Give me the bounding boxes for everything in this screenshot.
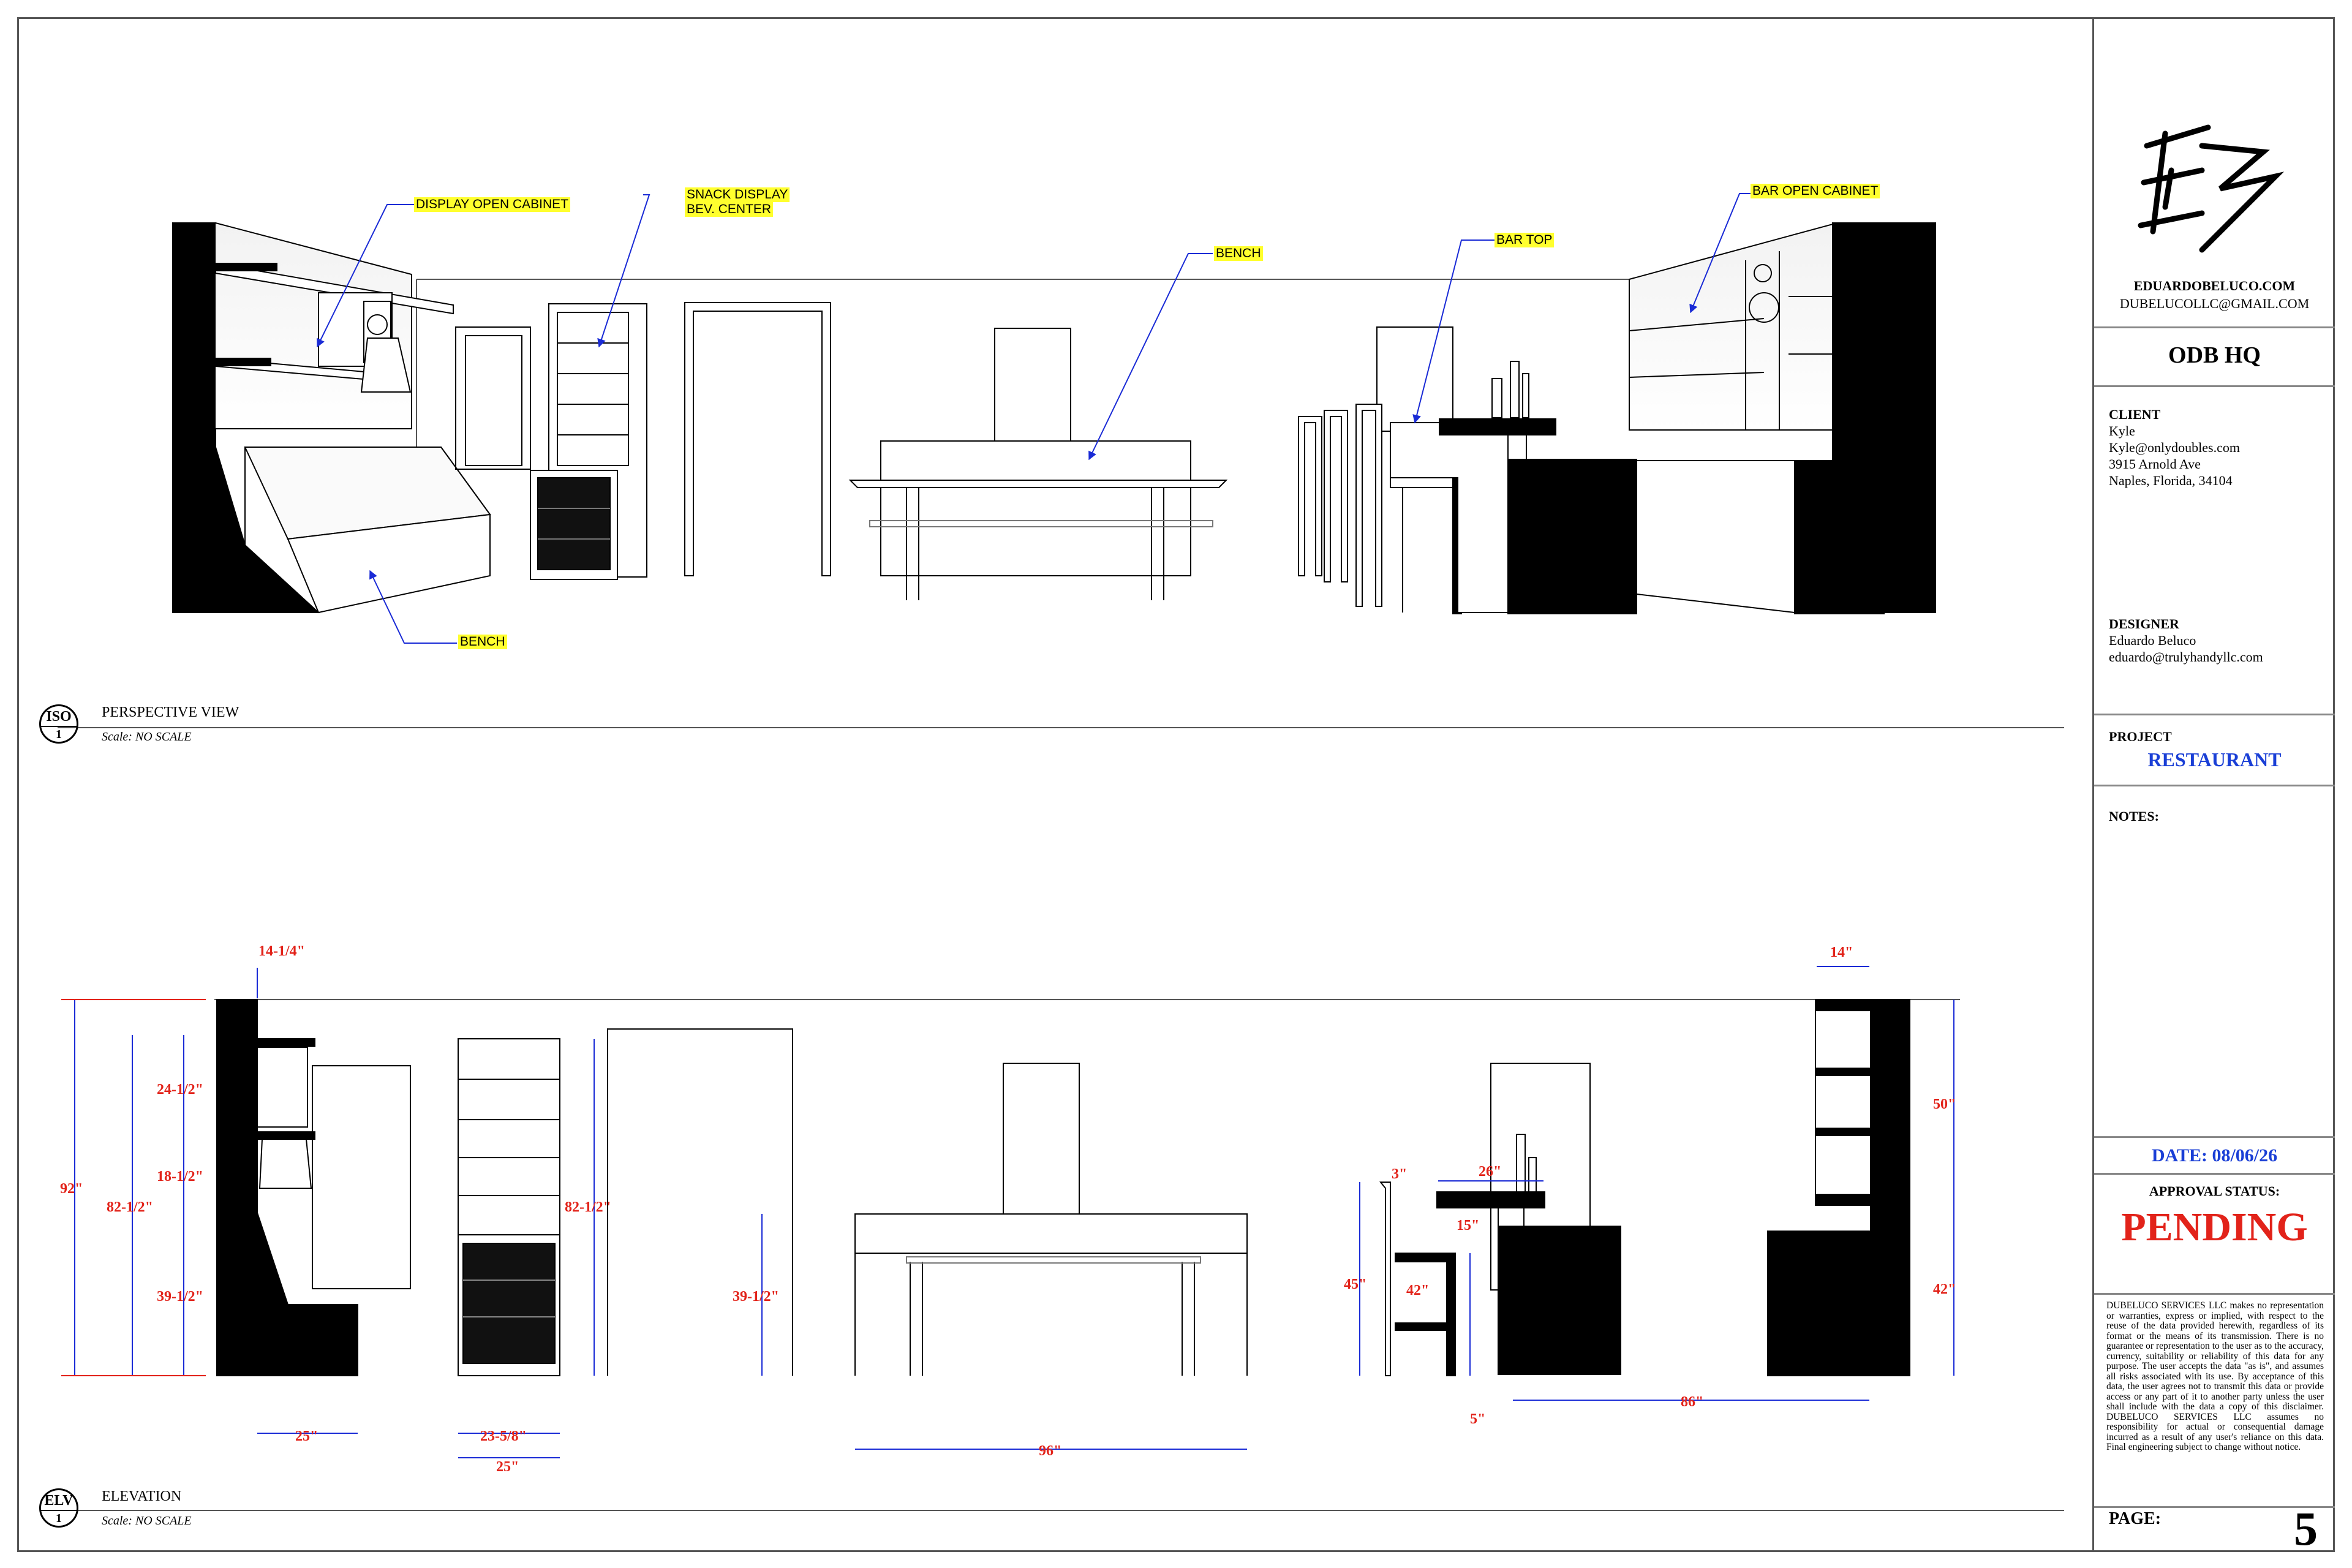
iso-view-title: PERSPECTIVE VIEW	[102, 704, 239, 720]
callout-bev-center: BEV. CENTER	[685, 202, 774, 217]
callout-display-open-cabinet: DISPLAY OPEN CABINET	[414, 197, 570, 212]
website: EDUARDOBELUCO.COM	[2133, 278, 2296, 293]
eb-logo-mark	[2138, 124, 2285, 253]
dim-92: 92"	[60, 1181, 83, 1197]
project-section: PROJECT RESTAURANT	[2094, 715, 2335, 786]
dim-45: 45"	[1344, 1276, 1367, 1292]
page-label: PAGE:	[2109, 1509, 2162, 1528]
dim-82-1-2-fridge: 82-1/2"	[565, 1199, 611, 1215]
dim-18-1-2: 18-1/2"	[157, 1169, 203, 1185]
callout-snack-display: SNACK DISPLAY	[685, 187, 790, 202]
disclaimer-section: DUBELUCO SERVICES LLC makes no represent…	[2094, 1295, 2335, 1508]
dim-23-5-8: 23-5/8"	[480, 1428, 527, 1444]
approval-label: APPROVAL STATUS:	[2149, 1183, 2280, 1199]
iso-badge-number: 1	[41, 726, 77, 742]
approval-section: APPROVAL STATUS: PENDING	[2094, 1175, 2335, 1295]
dim-25-fridge: 25"	[496, 1459, 519, 1475]
dim-42-bar: 42"	[1406, 1283, 1430, 1298]
perspective-view	[172, 222, 1936, 614]
client-label: CLIENT	[2109, 407, 2161, 422]
dim-25-bench: 25"	[295, 1428, 318, 1444]
date: DATE: 08/06/26	[2151, 1145, 2278, 1166]
designer-label: DESIGNER	[2109, 616, 2179, 631]
callout-bench-left: BENCH	[458, 635, 507, 649]
dim-26: 26"	[1479, 1164, 1502, 1180]
dim-96: 96"	[1039, 1443, 1062, 1459]
client-block: CLIENT Kyle Kyle@onlydoubles.com 3915 Ar…	[2109, 407, 2240, 489]
eb-logo	[2128, 109, 2288, 262]
dim-3: 3"	[1392, 1166, 1408, 1182]
callout-bar-top: BAR TOP	[1494, 233, 1555, 247]
iso-view-scale: Scale: NO SCALE	[102, 730, 192, 744]
elevation-view	[214, 999, 1960, 1376]
branding-section: EDUARDOBELUCO.COM DUBELUCOLLC@GMAIL.COM …	[2094, 17, 2335, 328]
elv-badge: ELV 1	[39, 1488, 78, 1528]
company-email: DUBELUCOLLC@GMAIL.COM	[2119, 296, 2310, 311]
client-name: Kyle	[2109, 423, 2135, 439]
dim-15: 15"	[1457, 1218, 1480, 1234]
date-section: DATE: 08/06/26	[2094, 1138, 2335, 1175]
notes-section: NOTES:	[2094, 786, 2335, 1138]
notes-label: NOTES:	[2109, 809, 2159, 824]
designer-email: eduardo@trulyhandyllc.com	[2109, 649, 2263, 665]
page-number: 5	[2294, 1502, 2318, 1555]
project-name: ODB HQ	[2168, 342, 2261, 368]
drawing-canvas	[58, 193, 2064, 1511]
dim-39-1-2-left: 39-1/2"	[157, 1289, 203, 1305]
callout-bench-center: BENCH	[1214, 246, 1263, 261]
title-block: EDUARDOBELUCO.COM DUBELUCOLLC@GMAIL.COM …	[2092, 17, 2335, 1553]
dim-14-right: 14"	[1830, 944, 1853, 960]
disclaimer-text: DUBELUCO SERVICES LLC makes no represent…	[2106, 1300, 2324, 1452]
callout-bar-open-cabinet: BAR OPEN CABINET	[1751, 184, 1880, 198]
client-city: Naples, Florida, 34104	[2109, 473, 2233, 488]
dim-14-1-4: 14-1/4"	[258, 943, 305, 959]
dimension-lines	[74, 966, 1954, 1458]
elv-view-scale: Scale: NO SCALE	[102, 1514, 192, 1528]
dim-24-1-2: 24-1/2"	[157, 1082, 203, 1098]
elv-badge-number: 1	[41, 1510, 77, 1526]
dim-39-1-2-table: 39-1/2"	[733, 1289, 779, 1305]
dim-86: 86"	[1681, 1394, 1704, 1410]
elv-view-title: ELEVATION	[102, 1488, 182, 1504]
approval-status: PENDING	[2121, 1205, 2308, 1250]
dim-50: 50"	[1933, 1096, 1956, 1112]
iso-badge: ISO 1	[39, 704, 78, 744]
project-name-section: ODB HQ	[2094, 328, 2335, 387]
dim-82-1-2-left: 82-1/2"	[107, 1199, 153, 1215]
page-section: PAGE: 5	[2094, 1504, 2335, 1553]
client-designer-section: CLIENT Kyle Kyle@onlydoubles.com 3915 Ar…	[2094, 387, 2335, 715]
iso-badge-label: ISO	[46, 709, 72, 725]
client-email: Kyle@onlydoubles.com	[2109, 440, 2240, 455]
dim-5: 5"	[1470, 1411, 1486, 1427]
callout-leaders	[317, 193, 1751, 644]
client-address: 3915 Arnold Ave	[2109, 456, 2201, 472]
project-label: PROJECT	[2109, 729, 2172, 744]
designer-name: Eduardo Beluco	[2109, 633, 2196, 648]
dim-42-right: 42"	[1933, 1281, 1956, 1297]
designer-block: DESIGNER Eduardo Beluco eduardo@trulyhan…	[2109, 616, 2263, 665]
project-value: RESTAURANT	[2147, 748, 2282, 771]
elv-badge-label: ELV	[44, 1493, 74, 1509]
